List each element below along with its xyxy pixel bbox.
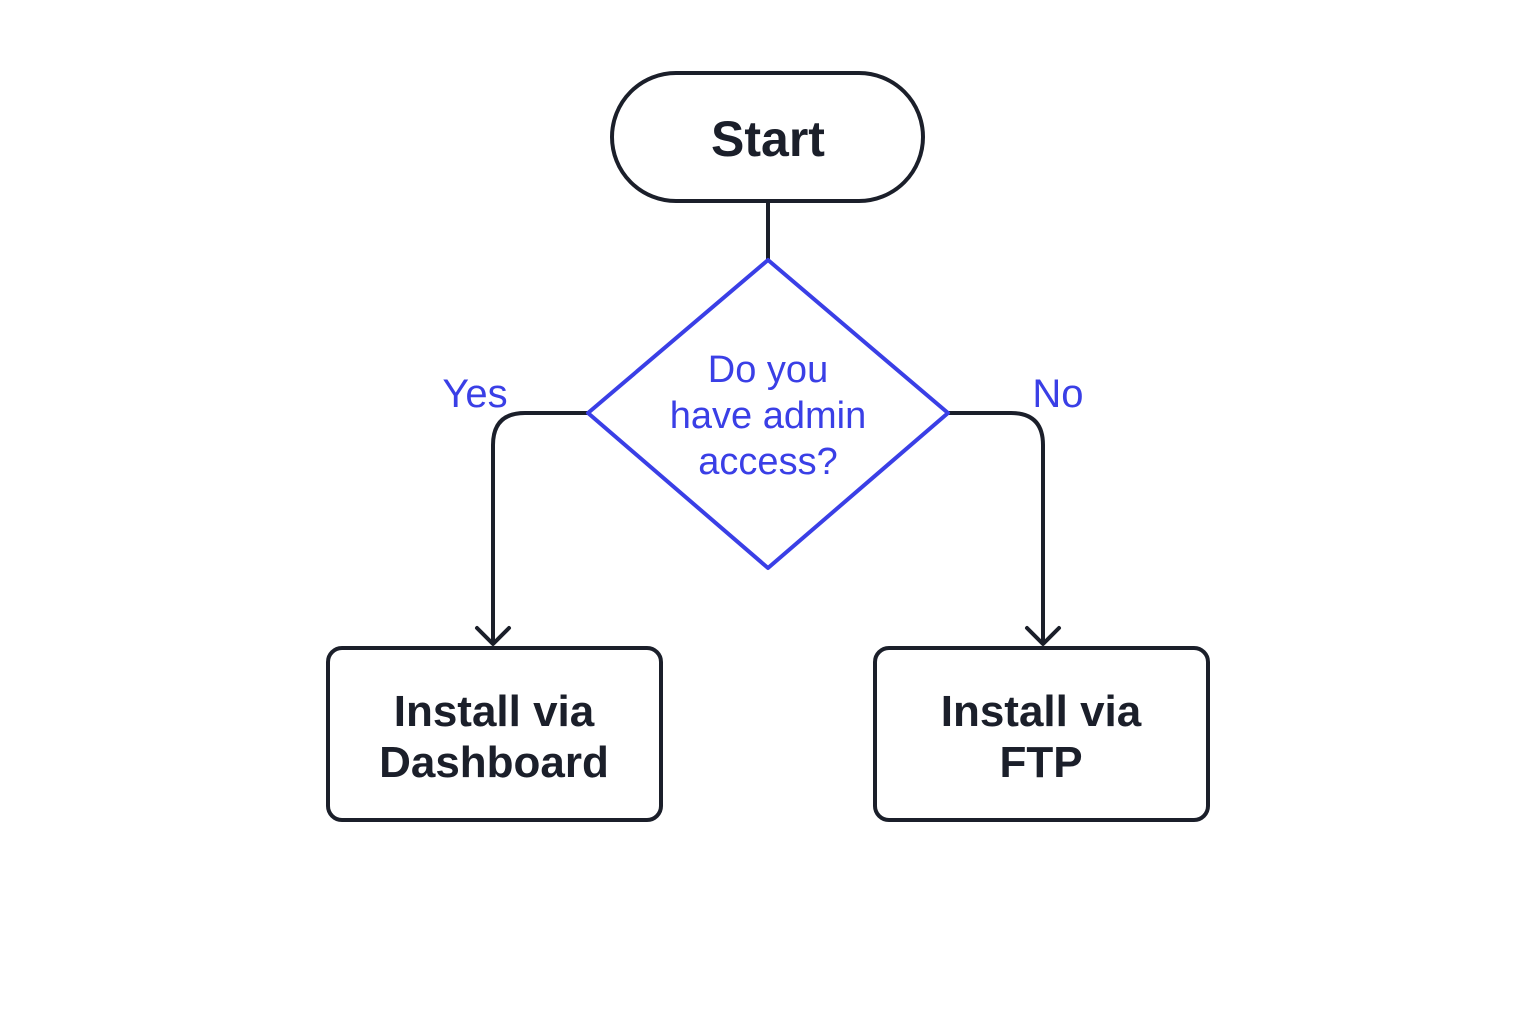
ftp-label-line-2: FTP [999,738,1082,787]
decision-diamond-shape [586,258,950,570]
decision-label-line-2: have admin [670,395,866,437]
decision-label-line-1: Do you [708,349,828,391]
dashboard-label-line-2: Dashboard [379,738,609,787]
no-branch-label: No [1032,372,1083,416]
ftp-label-line-1: Install via [941,687,1142,736]
decision-node: Do you have admin access? [586,258,950,570]
arrowhead-no [1025,626,1061,646]
arrowhead-yes [475,626,511,646]
dashboard-label-line-1: Install via [394,687,595,736]
ftp-node: Install via FTP [873,646,1210,822]
decision-label-line-3: access? [698,441,837,483]
start-node: Start [610,71,925,203]
start-label: Start [711,111,825,167]
connector-no-branch [946,411,1045,644]
yes-branch-label: Yes [442,372,507,416]
dashboard-node: Install via Dashboard [326,646,663,822]
ftp-box-shape [873,646,1210,822]
start-terminal-shape [610,71,925,203]
connector-yes-branch [491,411,590,644]
dashboard-box-shape [326,646,663,822]
